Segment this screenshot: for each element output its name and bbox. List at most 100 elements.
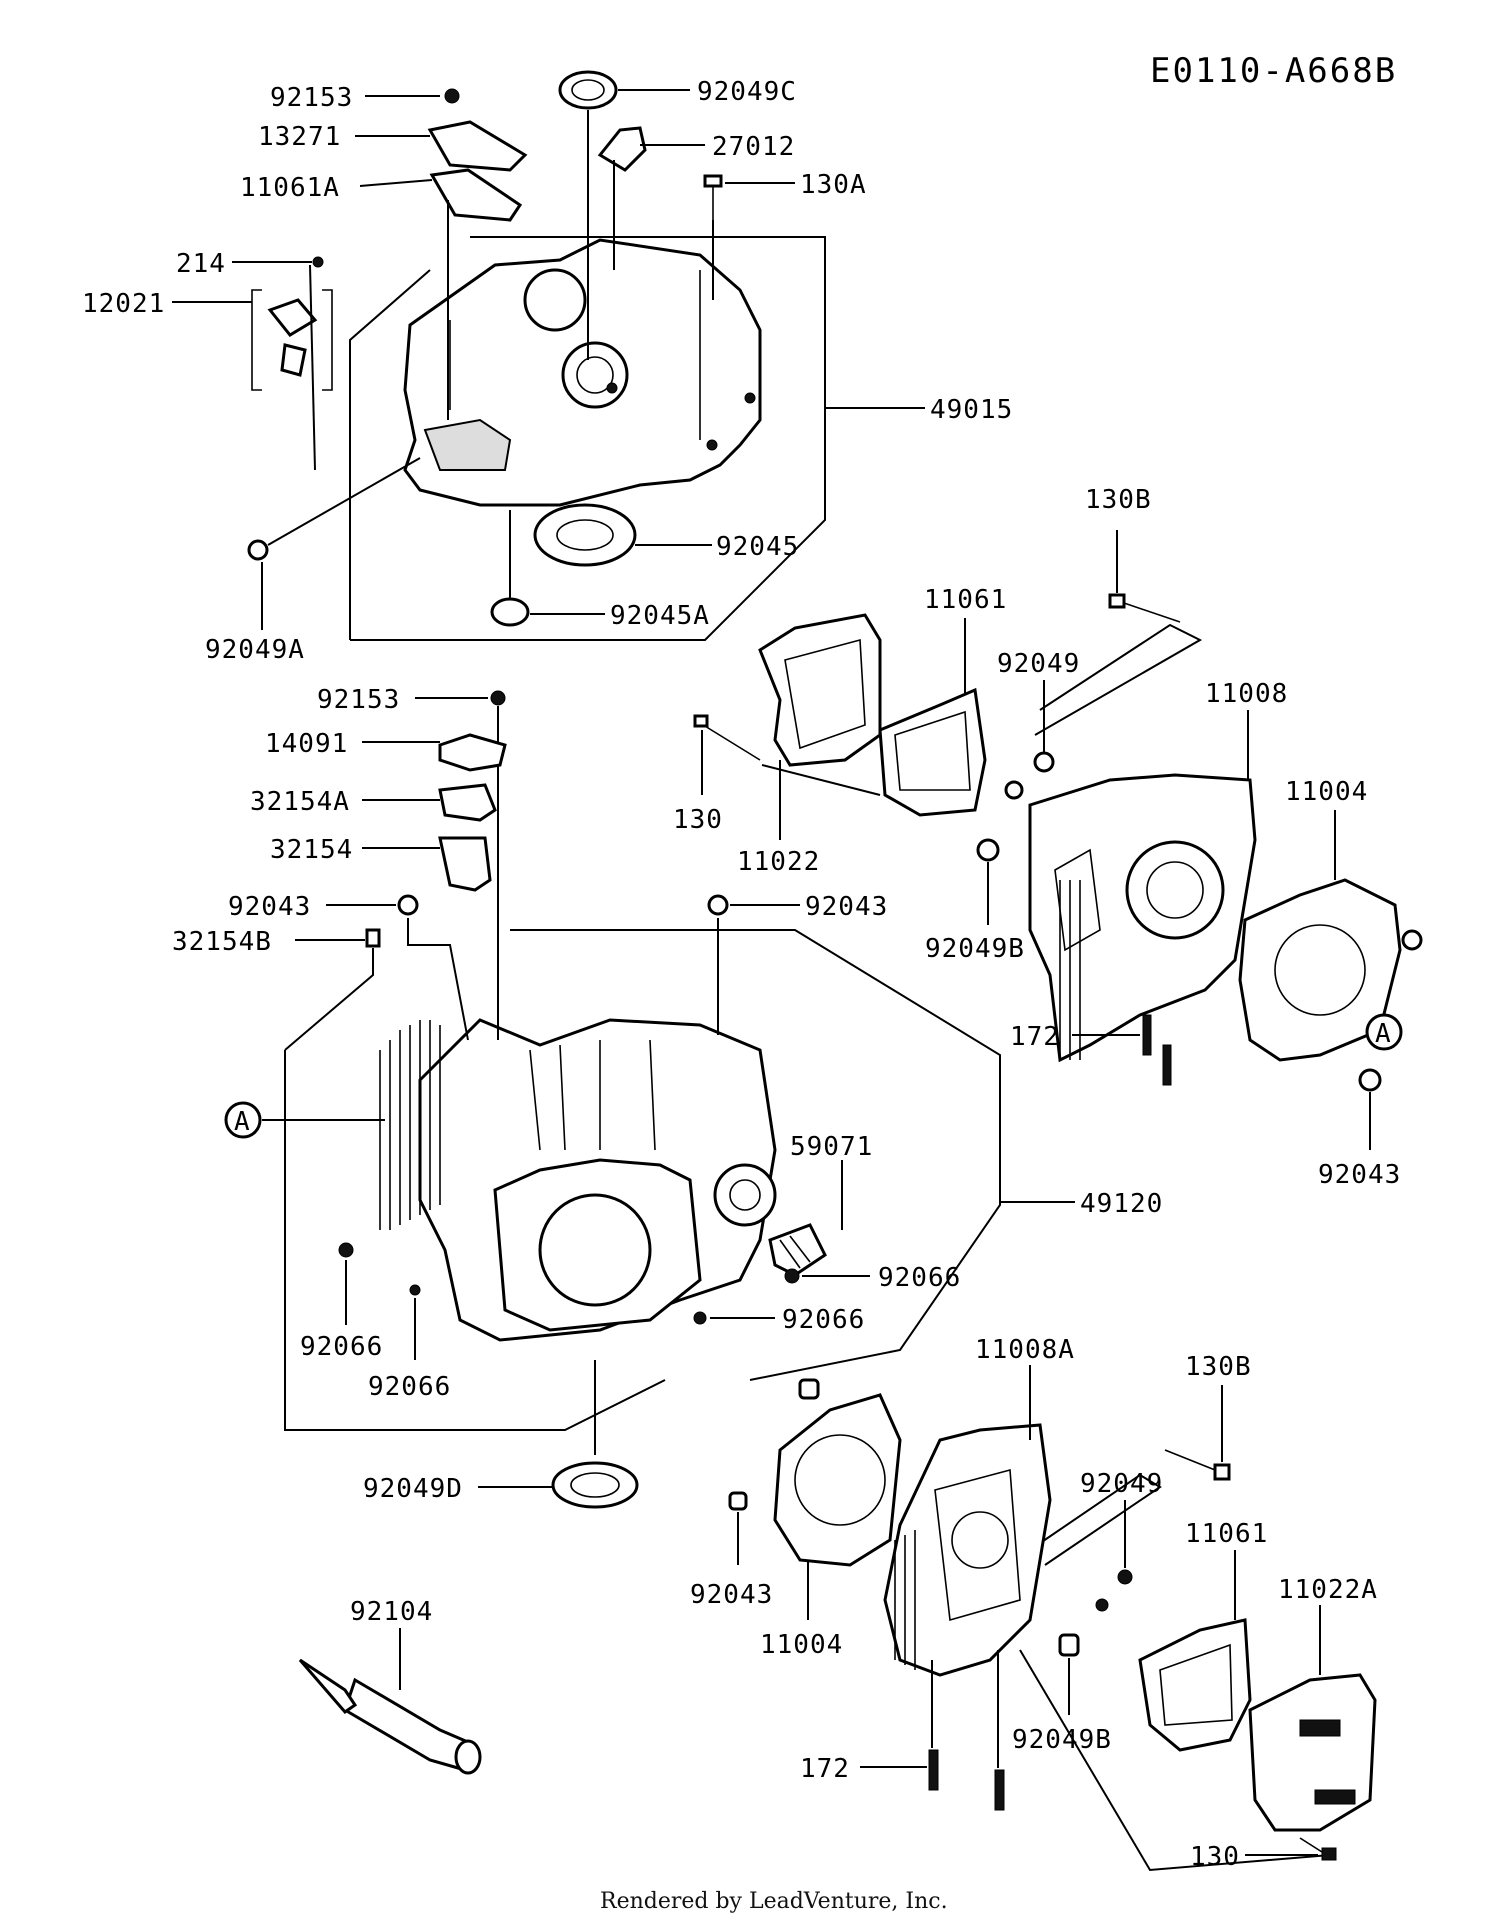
part-92153-mid[interactable]: 92153 xyxy=(317,685,506,1040)
part-92049B-upper[interactable]: 92049B xyxy=(925,838,1025,964)
part-59071[interactable]: 59071 xyxy=(768,1132,873,1277)
part-92043-right[interactable]: 92043 xyxy=(1318,1068,1401,1190)
dowel-92043-lower-icon xyxy=(728,1491,748,1511)
part-92104[interactable]: 92104 xyxy=(298,1597,482,1775)
svg-text:172: 172 xyxy=(1010,1022,1060,1052)
part-92066-d[interactable]: 92066 xyxy=(368,1284,451,1402)
part-130A[interactable]: 130A xyxy=(703,170,867,300)
part-11008[interactable]: 11008 xyxy=(1205,679,1288,780)
part-214[interactable]: 214 xyxy=(176,249,324,279)
part-12021[interactable]: 12021 xyxy=(82,264,421,546)
bolt-92153-mid-icon xyxy=(490,690,506,706)
part-14091[interactable]: 14091 xyxy=(265,729,507,772)
pin-214-icon xyxy=(312,256,324,268)
bolt-130-lower-icon xyxy=(1321,1847,1337,1861)
part-32154B[interactable]: 32154B xyxy=(172,927,381,1051)
svg-text:11008A: 11008A xyxy=(975,1335,1075,1365)
part-92049-lower[interactable]: 92049 xyxy=(1080,1469,1163,1612)
svg-text:12021: 12021 xyxy=(82,289,165,319)
part-11022A[interactable]: 11022A xyxy=(1278,1575,1378,1675)
dowel-92043-left-icon xyxy=(397,894,419,916)
bracket-27012-icon xyxy=(597,126,647,172)
part-11008A[interactable]: 11008A xyxy=(975,1335,1075,1440)
part-92066-c[interactable]: 92066 xyxy=(300,1242,383,1362)
part-130B-upper[interactable]: 130B xyxy=(1085,485,1181,623)
part-92049C[interactable]: 92049C xyxy=(558,70,797,360)
part-11004-upper[interactable]: 11004 xyxy=(1285,777,1423,951)
upper-head-group xyxy=(758,613,1402,1063)
plug-92066-a-icon xyxy=(784,1268,800,1284)
part-11022[interactable]: 11022 xyxy=(737,760,820,877)
rocker-cover-11022A[interactable] xyxy=(1248,1673,1377,1832)
marker-A-right[interactable]: A xyxy=(1365,1013,1403,1051)
svg-text:92043: 92043 xyxy=(690,1580,773,1610)
part-92066-a[interactable]: 92066 xyxy=(784,1263,961,1293)
svg-text:92045A: 92045A xyxy=(610,601,710,631)
plate-14091-icon xyxy=(438,733,507,772)
svg-text:92104: 92104 xyxy=(350,1597,433,1627)
part-92045[interactable]: 92045 xyxy=(533,503,799,567)
part-11004-lower[interactable]: 11004 xyxy=(760,1560,843,1660)
part-11061-upper[interactable]: 11061 xyxy=(924,585,1007,695)
marker-A-left[interactable]: A xyxy=(224,1101,385,1139)
part-92049-upper[interactable]: 92049 xyxy=(997,649,1080,800)
part-92066-b[interactable]: 92066 xyxy=(693,1305,865,1335)
crankcase-cover-group xyxy=(349,236,925,641)
part-130-lower[interactable]: 130 xyxy=(1190,1837,1337,1872)
part-11061-lower[interactable]: 11061 xyxy=(1185,1519,1268,1620)
gasket-11061-upper[interactable] xyxy=(878,687,987,817)
cover-bearing-seat xyxy=(561,341,629,409)
cover-oil-passage xyxy=(423,418,512,471)
part-130-upper[interactable]: 130 xyxy=(673,714,881,835)
part-172-upper[interactable]: 172 xyxy=(1010,1014,1172,1086)
svg-text:32154: 32154 xyxy=(270,835,353,865)
cover-boss xyxy=(523,268,587,332)
part-27012[interactable]: 27012 xyxy=(597,126,795,270)
svg-text:92049C: 92049C xyxy=(697,77,797,107)
rocker-cover-11022[interactable] xyxy=(758,613,882,767)
part-92043-left[interactable]: 92043 xyxy=(228,892,469,1041)
part-92049B-lower[interactable]: 92049B xyxy=(1012,1633,1112,1755)
bolt-130-upper-icon xyxy=(693,714,709,728)
svg-text:92045: 92045 xyxy=(716,532,799,562)
svg-text:92066: 92066 xyxy=(300,1332,383,1362)
part-172-lower[interactable]: 172 xyxy=(800,1650,1005,1811)
part-32154A[interactable]: 32154A xyxy=(250,783,497,822)
part-92049A[interactable]: 92049A xyxy=(205,539,305,665)
part-32154[interactable]: 32154 xyxy=(270,835,492,892)
svg-text:130A: 130A xyxy=(800,170,867,200)
lower-head-group xyxy=(773,1393,1377,1872)
part-92045A[interactable]: 92045A xyxy=(490,510,710,631)
seal-92049B-lower-icon xyxy=(1058,1633,1080,1657)
gasket-11004-lower[interactable] xyxy=(773,1393,902,1567)
svg-text:92153: 92153 xyxy=(270,83,353,113)
svg-text:92066: 92066 xyxy=(782,1305,865,1335)
svg-text:130: 130 xyxy=(1190,1842,1240,1872)
svg-text:14091: 14091 xyxy=(265,729,348,759)
dowel-92043-upper-lower-icon xyxy=(798,1378,820,1400)
dowel-92043-mid-icon xyxy=(707,894,729,916)
gasket-11061A-icon xyxy=(429,168,523,222)
part-13271[interactable]: 13271 xyxy=(258,120,528,172)
gasket-11061-lower[interactable] xyxy=(1138,1618,1252,1752)
cylinder-head-11008A[interactable] xyxy=(883,1423,1052,1677)
breather-32154A-icon xyxy=(438,783,497,822)
svg-text:32154B: 32154B xyxy=(172,927,272,957)
label-49015[interactable]: 49015 xyxy=(930,395,1013,425)
part-92153-top[interactable]: 92153 xyxy=(270,83,460,113)
label-49120[interactable]: 49120 xyxy=(1080,1189,1163,1219)
svg-text:32154A: 32154A xyxy=(250,787,350,817)
plate-13271-icon xyxy=(427,120,528,172)
seal-92049A-icon xyxy=(247,539,269,561)
part-92049D[interactable]: 92049D xyxy=(363,1360,639,1509)
svg-text:11061A: 11061A xyxy=(240,173,340,203)
svg-text:92066: 92066 xyxy=(368,1372,451,1402)
part-92043-mid[interactable]: 92043 xyxy=(707,892,888,1035)
dowel-172-upper-icon xyxy=(1142,1014,1152,1056)
svg-text:11008: 11008 xyxy=(1205,679,1288,709)
svg-text:A: A xyxy=(1375,1019,1392,1049)
part-11061A[interactable]: 11061A xyxy=(240,168,523,420)
part-130B-lower[interactable]: 130B xyxy=(1164,1352,1252,1481)
part-92043-lower[interactable]: 92043 xyxy=(690,1378,820,1610)
